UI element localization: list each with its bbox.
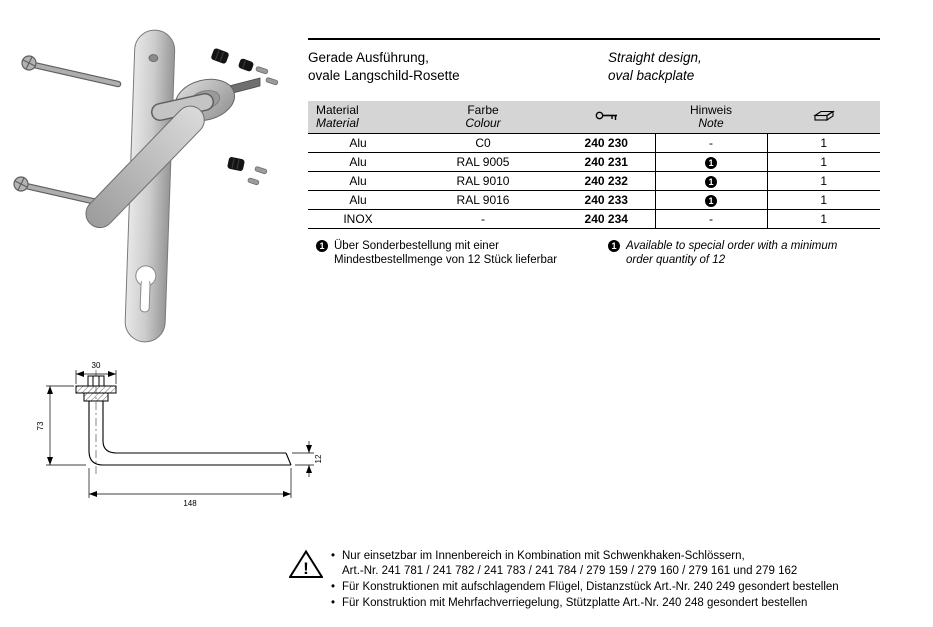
product-photo xyxy=(13,29,279,343)
table-cell-pack: 1 xyxy=(767,209,880,229)
table-cell-material: Alu xyxy=(308,152,408,172)
table-cell-pack: 1 xyxy=(767,133,880,153)
table-cell-colour: RAL 9010 xyxy=(408,171,558,191)
note-badge: 1 xyxy=(705,156,717,169)
section-title: Gerade Ausführung, ovale Langschild-Rose… xyxy=(308,40,880,85)
table-cell-colour: C0 xyxy=(408,133,558,153)
threaded-pin-3 xyxy=(254,166,268,175)
table-cell-artno: 240 233 xyxy=(558,190,655,210)
table-cell-material: Alu xyxy=(308,190,408,210)
warning-list: Nur einsetzbar im Innenbereich in Kombin… xyxy=(329,549,897,612)
table-cell-artno: 240 234 xyxy=(558,209,655,229)
threaded-pin-4 xyxy=(247,177,260,186)
table-cell-material: Alu xyxy=(308,133,408,153)
footnote-german-text: Über Sonderbestellung mit einer Mindestb… xyxy=(334,240,558,266)
table-cell-pack: 1 xyxy=(767,171,880,191)
spec-table: Material Material Farbe Colour xyxy=(308,101,880,229)
warning-triangle-icon: ! xyxy=(289,549,323,578)
key-icon xyxy=(595,111,617,120)
header-note-en: Note xyxy=(698,116,724,130)
table-cell-note: - xyxy=(654,133,768,153)
table-cell-note: 1 xyxy=(654,190,768,210)
table-cell-pack: 1 xyxy=(767,152,880,172)
footnote-german: 1 Über Sonderbestellung mit einer Mindes… xyxy=(316,239,608,267)
table-cell-material: Alu xyxy=(308,171,408,191)
threaded-pin-1 xyxy=(255,66,269,75)
title-english: Straight design, oval backplate xyxy=(608,50,702,83)
dim-bottom-length-label: 148 xyxy=(183,499,197,508)
warning-block: ! Nur einsetzbar im Innenbereich in Komb… xyxy=(289,549,899,612)
dim-left-height xyxy=(46,385,86,466)
column-header-note: Hinweis Note xyxy=(655,101,767,134)
lever-profile xyxy=(88,401,292,466)
table-cell-artno: 240 231 xyxy=(558,152,655,172)
table-cell-artno: 240 232 xyxy=(558,171,655,191)
lever-neck xyxy=(151,93,214,121)
threaded-pin-2 xyxy=(265,77,279,86)
column-header-artno xyxy=(558,101,655,134)
table-cell-note: 1 xyxy=(654,152,768,172)
screw-hole xyxy=(148,54,159,62)
header-material-de: Material xyxy=(316,103,359,117)
dim-top-width xyxy=(75,370,117,384)
note-badge: 1 xyxy=(705,194,717,207)
dim-top-width-label: 30 xyxy=(92,361,101,370)
note-badge: 1 xyxy=(705,175,717,188)
column-header-material: Material Material xyxy=(308,101,408,134)
warning-item: Nur einsetzbar im Innenbereich in Kombin… xyxy=(329,549,897,579)
backplate-section xyxy=(75,375,117,402)
header-colour-en: Colour xyxy=(465,116,501,130)
table-cell-note: - xyxy=(654,209,768,229)
warning-item: Für Konstruktionen mit aufschlagendem Fl… xyxy=(329,580,897,595)
mounting-screw-top xyxy=(21,55,122,88)
dim-tip-height xyxy=(292,441,314,477)
table-header-row: Material Material Farbe Colour xyxy=(308,101,880,134)
warning-exclamation: ! xyxy=(303,559,309,578)
warning-item: Für Konstruktion mit Mehrfachverriegelun… xyxy=(329,596,897,611)
spec-section: Gerade Ausführung, ovale Langschild-Rose… xyxy=(308,38,880,267)
header-material-en: Material xyxy=(316,116,359,130)
footnote-english: 1 Available to special order with a mini… xyxy=(608,239,837,267)
fixing-nut-mid xyxy=(227,157,245,171)
column-header-packunit xyxy=(767,101,880,134)
table-row: INOX-240 234-1 xyxy=(308,209,880,229)
footnote-english-text: Available to special order with a minimu… xyxy=(626,240,838,266)
table-cell-note: 1 xyxy=(654,171,768,191)
table-cell-artno: 240 230 xyxy=(558,133,655,153)
section-rule xyxy=(308,38,880,40)
header-note-de: Hinweis xyxy=(689,103,732,117)
dim-bottom-length xyxy=(88,468,292,498)
fixing-nut-top-1 xyxy=(211,48,229,64)
dim-tip-height-label: 12 xyxy=(314,454,323,463)
footnote-marker-icon: 1 xyxy=(608,240,620,252)
table-cell-colour: RAL 9005 xyxy=(408,152,558,172)
footnote-marker-icon: 1 xyxy=(316,240,328,252)
footnotes: 1 Über Sonderbestellung mit einer Mindes… xyxy=(308,239,880,267)
table-cell-pack: 1 xyxy=(767,190,880,210)
header-colour-de: Farbe xyxy=(467,103,499,117)
euro-profile-cutout xyxy=(135,265,157,313)
column-header-colour: Farbe Colour xyxy=(408,101,558,134)
table-cell-colour: - xyxy=(408,209,558,229)
package-icon xyxy=(812,110,835,122)
table-cell-material: INOX xyxy=(308,209,408,229)
dim-left-height-label: 73 xyxy=(36,421,45,430)
dimension-drawing: 30 73 148 12 xyxy=(36,361,323,508)
table-cell-colour: RAL 9016 xyxy=(408,190,558,210)
title-german: Gerade Ausführung, ovale Langschild-Rose… xyxy=(308,50,460,83)
fixing-nut-top-2 xyxy=(238,58,254,72)
